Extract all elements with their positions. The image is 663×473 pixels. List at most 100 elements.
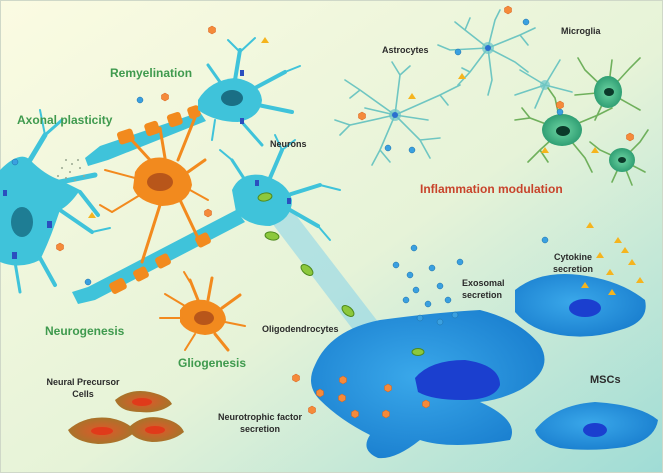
astrocyte-middle-nucleus — [485, 45, 491, 51]
microglia-large-nucleus — [556, 126, 570, 136]
exosome-dot — [454, 48, 462, 56]
astrocyte-left-nucleus — [392, 112, 398, 118]
cytokine-triangle — [261, 37, 269, 43]
precursor-cell-2-nucleus — [91, 427, 113, 435]
exosome-dots — [11, 18, 564, 326]
left-neuron-synapses — [3, 190, 52, 259]
oligodendrocyte-main — [99, 113, 209, 264]
exosome-dot — [84, 278, 92, 286]
label-neurogenesis: Neurogenesis — [45, 324, 125, 338]
cytokine-triangle — [88, 212, 96, 218]
upper-right-synapses — [240, 70, 244, 124]
msc-mitochondria — [411, 348, 425, 356]
label-mscs: MSCs — [590, 374, 621, 386]
exosome-dot — [410, 244, 418, 252]
exosome-dot — [406, 271, 414, 279]
neurotrophic-factor-hexagon — [339, 375, 347, 385]
exosome-dot — [541, 236, 549, 244]
label-exosomal-secretion-line2: secretion — [462, 290, 503, 300]
neurotrophic-factor-hexagon — [626, 132, 634, 142]
exosome-dot — [436, 282, 444, 290]
cytokine-triangle — [586, 222, 594, 228]
microglia-bottom-nucleus — [618, 157, 626, 163]
label-neurons: Neurons — [270, 139, 307, 149]
exosome-dot — [428, 264, 436, 272]
label-neural-precursor-line2: Cells — [72, 389, 94, 399]
cytokine-triangle — [458, 73, 466, 79]
exosome-dot — [384, 144, 392, 152]
exosome-dot — [456, 258, 464, 266]
exchange-stipple — [57, 159, 85, 181]
cytokine-triangle — [628, 259, 636, 265]
label-neural-precursor-line1: Neural Precursor — [46, 377, 120, 387]
exosome-dot — [451, 311, 459, 319]
cytokine-triangle — [636, 277, 644, 283]
cytokine-triangle — [596, 252, 604, 258]
label-cytokine-secretion-line2: secretion — [552, 264, 594, 274]
microglia-bottom — [589, 129, 649, 186]
central-synapses — [255, 180, 291, 204]
neurotrophic-factor-hexagon — [351, 409, 359, 419]
cytokine-triangle — [591, 147, 599, 153]
cytokine-triangle — [614, 237, 622, 243]
exosome-dot — [416, 314, 424, 322]
label-inflammation-modulation: Inflammation modulation — [420, 182, 563, 196]
exosome-dot — [444, 296, 452, 304]
label-astrocytes: Astrocytes — [382, 45, 429, 55]
neurotrophic-factor-hexagon — [161, 92, 169, 102]
exosome-dot — [412, 286, 420, 294]
exosome-dot — [136, 96, 144, 104]
upper-myelin — [117, 105, 201, 145]
exosome-dot — [424, 300, 432, 308]
label-cytokine-secretion: Cytokine secretion — [538, 251, 608, 275]
exosome-dot — [408, 146, 416, 154]
neurotrophic-factor-hexagon — [56, 242, 64, 252]
cytokine-triangle — [408, 93, 416, 99]
left-neuron — [0, 109, 111, 294]
lower-myelin — [109, 232, 211, 294]
neurotrophic-factor-hexagon — [292, 373, 300, 383]
label-cytokine-secretion-line1: Cytokine — [553, 252, 592, 262]
label-microglia: Microglia — [561, 26, 601, 36]
label-neurotrophic-line2: secretion — [239, 424, 281, 434]
neurotrophic-factor-hexagons — [56, 5, 634, 419]
label-axonal-plasticity: Axonal plasticity — [17, 113, 113, 127]
label-remyelination: Remyelination — [110, 66, 193, 80]
neurotrophic-factor-hexagon — [358, 111, 366, 121]
neurotrophic-factor-hexagon — [384, 383, 392, 393]
label-neural-precursor-cells: Neural Precursor Cells — [38, 376, 128, 400]
cytokine-triangle — [606, 269, 614, 275]
oligodendrocyte-gliogenesis — [159, 271, 246, 352]
label-exosomal-secretion-line1: Exosomal — [462, 278, 505, 288]
msc-bottom-right-nucleus — [583, 423, 607, 437]
cytokine-triangle — [608, 289, 616, 295]
exosome-dot — [556, 108, 564, 116]
neurotrophic-factor-hexagon — [308, 405, 316, 415]
microglia-top-nucleus — [604, 88, 614, 96]
label-gliogenesis: Gliogenesis — [178, 356, 247, 370]
exosome-dot — [392, 261, 400, 269]
neurotrophic-factor-hexagon — [208, 25, 216, 35]
exosome-dot — [402, 296, 410, 304]
transfer-tube — [262, 210, 392, 352]
precursor-cell-3-nucleus — [145, 426, 165, 434]
upper-right-neuron — [198, 37, 301, 147]
neurotrophic-factor-hexagon — [382, 409, 390, 419]
neurotrophic-factor-hexagon — [504, 5, 512, 15]
label-exosomal-secretion: Exosomal secretion — [462, 277, 505, 301]
msc-top-right-nucleus — [569, 299, 601, 317]
precursor-cell-1-nucleus — [132, 398, 152, 406]
cytokine-triangle — [621, 247, 629, 253]
exosome-dot — [11, 158, 19, 166]
neurotrophic-factor-hexagon — [556, 100, 564, 110]
cytokine-triangle — [581, 282, 589, 288]
exosome-dot — [522, 18, 530, 26]
neurotrophic-factor-hexagon — [422, 399, 430, 409]
cytokine-triangles — [88, 37, 644, 295]
msc-main-nucleus — [415, 360, 500, 400]
neurotrophic-factor-hexagon — [204, 208, 212, 218]
cytokine-triangle — [541, 147, 549, 153]
neurotrophic-factor-hexagon — [316, 388, 324, 398]
